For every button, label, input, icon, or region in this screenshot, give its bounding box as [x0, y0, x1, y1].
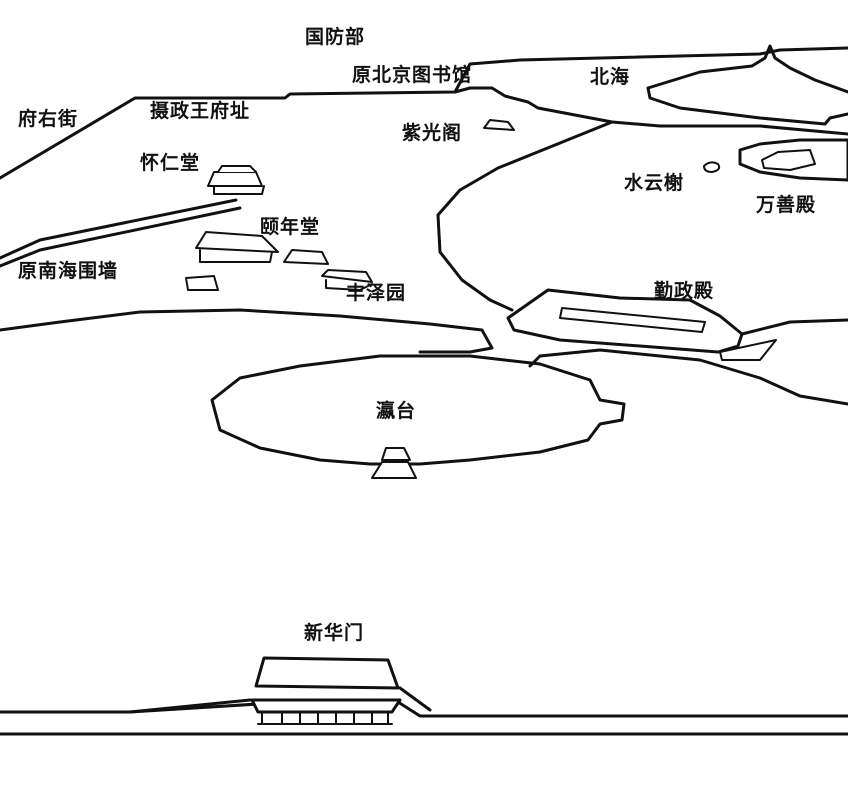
beihai-label: 北海: [590, 66, 631, 88]
inner-south-line-right: [398, 686, 432, 712]
shezhengwang-label: 摄政王府址: [150, 100, 251, 122]
east-shore-lower: [538, 348, 848, 406]
shuiyunxie-label: 水云榭: [624, 172, 685, 194]
xinhuamen-body: [250, 698, 402, 714]
yiniantang-building: [195, 231, 279, 263]
huairentang-label: 怀仁堂: [140, 152, 201, 174]
qinzheng-pier: [719, 339, 777, 361]
qinzhengdian-label: 勤政殿: [654, 280, 715, 302]
nanhai-wall-line-a: [0, 198, 238, 260]
nanhai-wall-line-b: [0, 206, 242, 268]
library-label: 原北京图书馆: [352, 64, 473, 86]
shuiyunxie-islet: [703, 161, 721, 173]
xinhuamen-label: 新华门: [304, 622, 365, 644]
xinhuamen-columns: [257, 711, 393, 725]
wanshan-shore: [738, 138, 848, 182]
fengzeyuan-building: [321, 269, 373, 291]
beihai-north-shore: [453, 46, 848, 94]
guofangbu-label: 国防部: [305, 26, 366, 48]
wanshandian-label: 万善殿: [756, 194, 817, 216]
fuyoujie-label: 府右街: [18, 108, 79, 130]
yingtai-island: [210, 354, 626, 466]
huairentang-roof: [217, 165, 257, 173]
huairentang-building: [207, 171, 265, 195]
yingtai-gate: [371, 461, 417, 479]
west-shore: [0, 308, 494, 354]
nanhai-wall-label: 原南海围墙: [18, 260, 119, 282]
south-wall-top-right: [396, 700, 848, 718]
beihai-south-shore: [610, 120, 848, 136]
xinhuamen-roof: [254, 656, 400, 690]
small-building-a: [185, 275, 219, 291]
ziguangge-building: [483, 119, 515, 131]
beihai-island: [646, 44, 848, 94]
inner-south-line-left: [128, 698, 252, 714]
yiniantang-pavilion: [283, 249, 329, 265]
qinzheng-hall: [559, 307, 706, 333]
fengzeyuan-label: 丰泽园: [346, 282, 407, 304]
yingtai-gate-roof: [381, 447, 411, 461]
beihai-island-lower: [646, 86, 848, 126]
north-shore-line: [0, 86, 614, 312]
qinzheng-platform: [506, 288, 744, 354]
east-shore-upper: [740, 318, 848, 336]
ziguangge-label: 紫光阁: [402, 122, 463, 144]
yiniantang-label: 颐年堂: [260, 216, 321, 238]
yingtai-label: 瀛台: [376, 400, 417, 422]
wanshan-hall-outline: [761, 149, 816, 171]
south-wall-top: [0, 702, 260, 714]
